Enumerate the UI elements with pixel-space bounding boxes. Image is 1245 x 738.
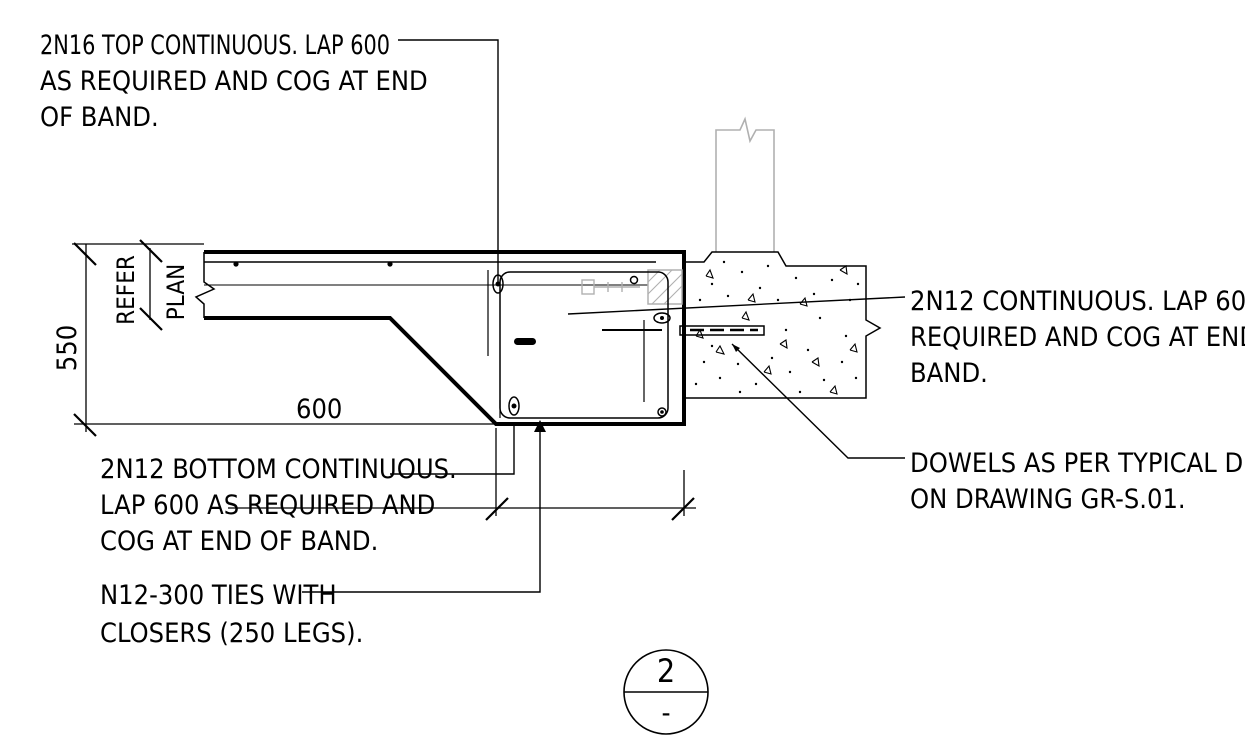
concrete-stipple xyxy=(694,260,860,394)
section-sheet: - xyxy=(661,696,670,729)
dowel-bar xyxy=(602,325,765,336)
existing-slab xyxy=(686,251,882,399)
top-bars-note-line-2: AS REQUIRED AND COG AT END xyxy=(40,66,428,97)
ties-note-line-2: CLOSERS (250 LEGS). xyxy=(100,618,363,649)
leader-right-bars xyxy=(567,296,906,315)
leader-top-bars xyxy=(398,39,499,282)
dowels-note-line-2: ON DRAWING GR-S.01. xyxy=(910,484,1186,515)
footing-outline xyxy=(194,250,686,426)
bottom-bars-note-line-2: LAP 600 AS REQUIRED AND xyxy=(100,490,435,521)
dimension-width: 600 xyxy=(296,394,342,425)
concrete-aggregate xyxy=(695,265,858,395)
tie-stirrup xyxy=(487,270,669,419)
right-bars-note: 2N12 CONTINUOUS. LAP 600 AS xyxy=(910,286,1245,317)
section-marker: 2 - xyxy=(623,649,709,735)
bottom-bars-note: 2N12 BOTTOM CONTINUOUS. xyxy=(100,454,457,485)
dimension-height: 550 xyxy=(52,325,83,371)
reinforcement-bars xyxy=(233,261,671,417)
ties-note: N12-300 TIES WITH xyxy=(100,580,337,611)
leader-ties xyxy=(302,430,541,593)
top-bars-note: 2N16 TOP CONTINUOUS. LAP 600 xyxy=(40,30,390,61)
top-bars-note-line-3: OF BAND. xyxy=(40,102,159,133)
leader-dowels xyxy=(731,343,905,459)
bottom-bars-note-line-3: COG AT END OF BAND. xyxy=(100,526,378,557)
bolt-detail xyxy=(581,279,640,295)
leader-bottom-bars xyxy=(390,425,515,475)
dimension-lines xyxy=(72,239,696,521)
section-number: 2 xyxy=(657,652,675,690)
dowels-note: DOWELS AS PER TYPICAL DETAIL xyxy=(910,448,1245,479)
plan-label: PLAN xyxy=(162,264,190,321)
wall-outline xyxy=(715,116,775,252)
right-bars-note-line-3: BAND. xyxy=(910,358,988,389)
dowels-arrowhead xyxy=(732,344,740,352)
refer-label: REFER xyxy=(112,255,140,325)
right-bars-note-line-2: REQUIRED AND COG AT END OF xyxy=(910,322,1245,353)
